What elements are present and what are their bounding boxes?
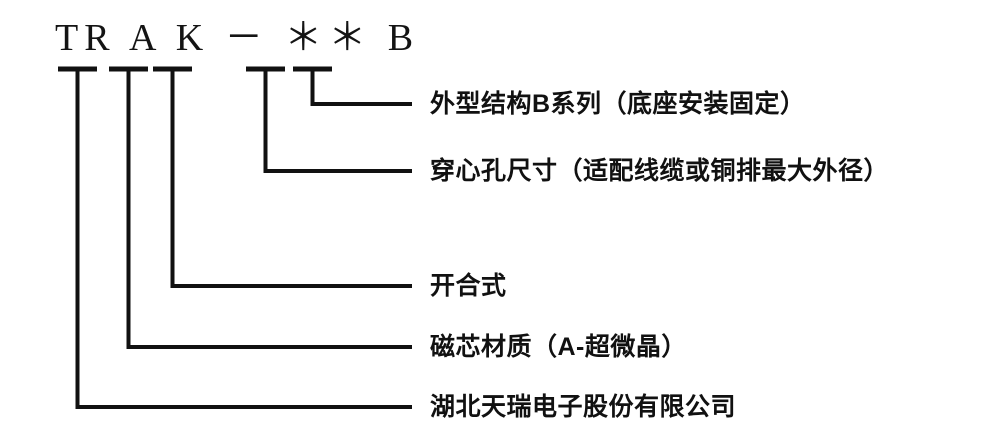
leader-company <box>75 69 412 409</box>
leader-core-material <box>126 69 412 349</box>
leader-shape-series <box>310 69 412 106</box>
callout-shape-series: 外型结构B系列（底座安装固定） <box>430 90 806 118</box>
callout-company: 湖北天瑞电子股份有限公司 <box>430 393 737 421</box>
callout-hole-size: 穿心孔尺寸（适配线缆或铜排最大外径） <box>430 157 890 185</box>
callout-core-material: 磁芯材质（A-超微晶） <box>430 333 687 361</box>
leader-hole-size <box>263 69 412 173</box>
callout-split-core: 开合式 <box>430 272 507 300</box>
leader-split-core <box>170 69 412 288</box>
model-code-text: TR A K － ＊＊ B <box>55 17 420 59</box>
